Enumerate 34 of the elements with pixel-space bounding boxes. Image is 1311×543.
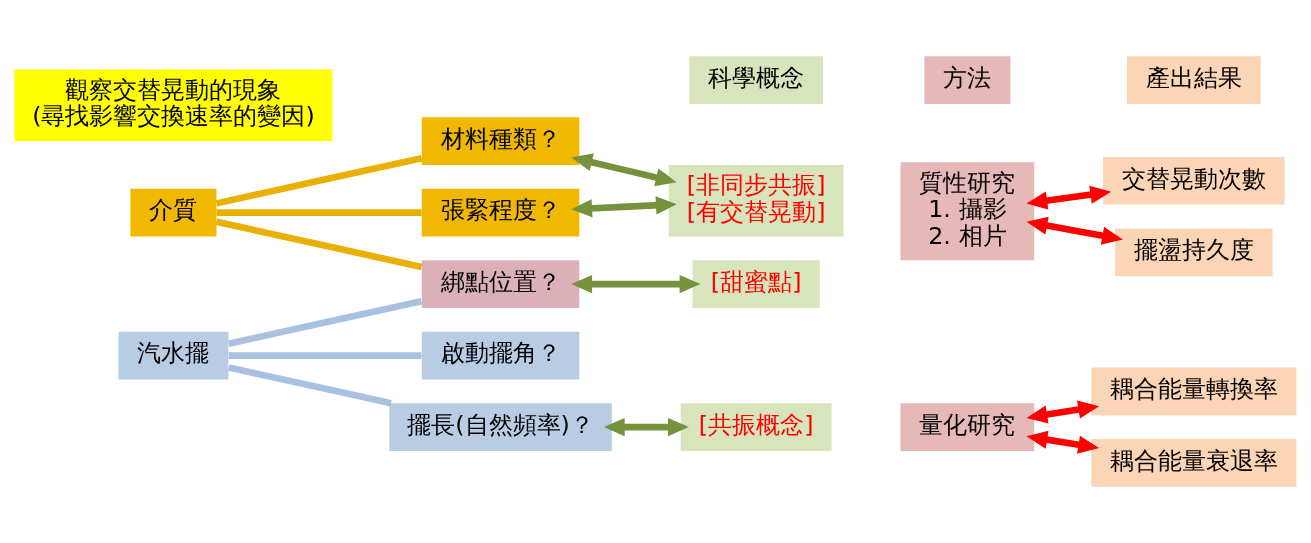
connector (228, 298, 423, 347)
node-box: 交替晃動次數 (1103, 156, 1285, 205)
node-box: [共振概念] (680, 403, 832, 451)
arrow (1026, 400, 1100, 424)
arrow (571, 153, 677, 187)
connector (215, 218, 423, 271)
node-box: 啟動擺角？ (421, 331, 580, 380)
connector (215, 154, 423, 207)
node-box: 質性研究 1. 攝影 2. 相片 (900, 162, 1035, 261)
node-box: 汽水擺 (118, 331, 229, 380)
node-box: 張緊程度？ (421, 188, 580, 237)
node-box: 綁點位置？ (421, 260, 580, 308)
arrow (571, 274, 701, 294)
node-box: 耦合能量衰退率 (1091, 439, 1297, 487)
arrow (1026, 185, 1112, 210)
node-box: [甜蜜點] (692, 260, 820, 308)
connector (228, 352, 422, 359)
node-box: 量化研究 (900, 403, 1035, 451)
node-box: [非同步共振] [有交替晃動] (668, 164, 844, 237)
arrow (1026, 430, 1100, 454)
node-box: 觀察交替晃動的現象 (尋找影響交換速率的變因) (14, 69, 333, 142)
node-box: 擺盪持久度 (1115, 228, 1273, 277)
node-box: 擺長(自然頻率)？ (389, 403, 612, 451)
node-box: 科學概念 (689, 56, 824, 104)
arrow (571, 196, 677, 218)
connector (228, 364, 392, 407)
node-box: 材料種類？ (421, 117, 580, 165)
connector (216, 209, 422, 216)
arrow (603, 418, 689, 437)
arrow (1026, 216, 1123, 245)
node-box: 方法 (924, 56, 1011, 104)
node-box: 介質 (130, 188, 217, 237)
node-box: 耦合能量轉換率 (1091, 367, 1297, 416)
node-box: 產出結果 (1126, 56, 1261, 104)
